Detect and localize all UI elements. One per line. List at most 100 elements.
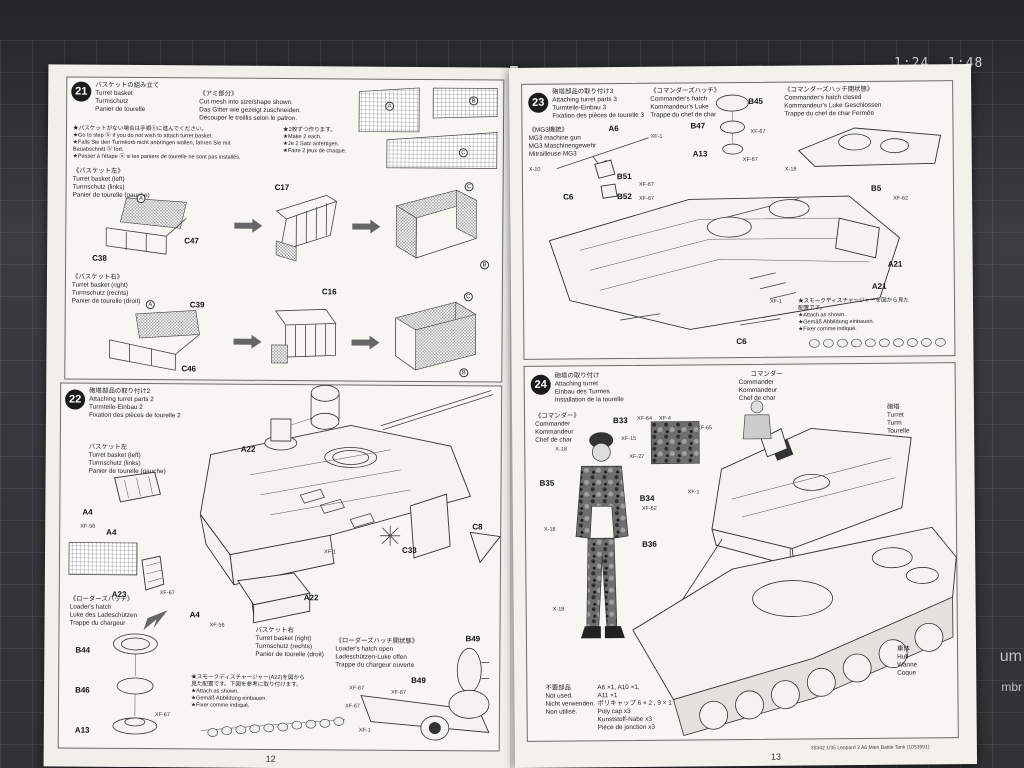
step-21-title-fr: Panier de tourelle [95, 105, 146, 114]
step-23-panel: 23 砲塔部品の取り付け3 Attaching turret parts 3 T… [521, 80, 956, 360]
loader-open-de: Ladeschützen-Luke offen [335, 653, 408, 661]
hull-label-jp: 車体 [897, 645, 910, 653]
mat-edge-text-1: um [999, 648, 1022, 665]
unused-jp: 不要部品 [545, 684, 571, 692]
part-a22-label: A22 [240, 444, 256, 454]
hull-label-fr: Coque [897, 669, 917, 677]
step-24-panel: 24 砲塔の取り付け Attaching turret Einbau des T… [523, 362, 959, 742]
loader-open-fr: Trappe du chargeur ouverte [335, 661, 415, 669]
smoke-discharger-a23-diagram [141, 555, 165, 591]
poly-cap-en: Poly cap x3 [597, 707, 631, 716]
mesh-label-a: A [385, 101, 395, 111]
loader-hatch-de: Luke des Ladeschützen [69, 611, 138, 620]
paint-xf67-label-8: XF-67 [750, 128, 766, 135]
commander-hatch-assembly-diagram [715, 94, 749, 155]
basket-right-label-en: Turret basket (right) [255, 634, 312, 643]
step-24-title-en: Attaching turret [554, 380, 599, 388]
poly-cap-fr: Pièce de jonction x3 [597, 723, 655, 732]
part-c38: C38 [92, 253, 107, 263]
part-a13-label-2: A13 [692, 149, 708, 159]
commander-in-hatch-drawing [742, 400, 772, 440]
paint-xf56-label-2: XF-56 [209, 622, 225, 629]
step-21-title-en: Turret basket [95, 89, 133, 97]
part-a21-label-2: A21 [871, 281, 887, 291]
basket-left-en: Turret basket (left) [72, 175, 125, 183]
loader-hatch-jp: 《ローダーズハッチ》 [69, 595, 134, 603]
paint-xf1-label-4: XF-1 [769, 298, 782, 305]
loader-hatch-en: Loader's hatch [69, 603, 112, 611]
step-23-number: 23 [528, 92, 549, 113]
step-23-title-en: Attaching turret parts 3 [552, 96, 617, 104]
hull-label-en: Hull [897, 653, 909, 661]
basket-right-label-fr: Panier de tourelle (droit) [255, 650, 324, 659]
step-22-title-de: Turmteile-Einbau 2 [89, 403, 143, 412]
mesh-note-de: Das Gitter wie gezeigt zuschneiden. [199, 106, 302, 115]
cmd-label-jp: コマンダー [750, 370, 783, 378]
basket-right-label-de: Turmschutz (rechts) [255, 642, 312, 651]
step-22-title-jp: 砲塔部品の取り付け2 [89, 387, 151, 396]
loader-open-jp: 《ローダーズハッチ開状態》 [335, 637, 419, 645]
step-22-title-en: Attaching turret parts 2 [89, 395, 154, 404]
smoke-discharger-row-diagram-2 [809, 337, 946, 348]
basket-right-complete-diagram [394, 301, 477, 371]
cmd-label-en: Commander [738, 378, 774, 387]
basket-left-frame-diagram [105, 197, 187, 255]
cmd-hatch-jp: 《コマンダーズハッチ》 [650, 87, 721, 95]
basket-right-rail-diagram [271, 308, 337, 364]
instruction-page-right: 23 砲塔部品の取り付け3 Attaching turret parts 3 T… [508, 63, 978, 768]
smoke3-note-fr: ★Fixer comme indiqué. [798, 326, 857, 333]
smoke-note-fr: ★Fixer comme indiqué. [190, 702, 250, 709]
cmd-label-de: Kommandeur [738, 386, 778, 395]
basket-bin-diagram [310, 384, 340, 430]
instruction-page-left: 21 バスケットの組み立て Turret basket Turmschutz P… [43, 64, 519, 768]
commander-hatch-closed-diagram [797, 127, 942, 167]
mesh-c-ref-left: C [464, 182, 474, 192]
part-b35-label: B35 [539, 478, 555, 488]
basket-left-label-de: Turmschutz (links) [88, 459, 141, 468]
part-c16: C16 [321, 287, 337, 297]
basket-right-de: Turmschutz (rechts) [71, 289, 129, 297]
kit-footer-note: 35342 1/35 Leopard 2 A6 Main Battle Tank… [810, 744, 930, 752]
mesh-c-ref-right: C [463, 292, 473, 302]
cmd-hatch-fr: Trappe du chef de char [650, 111, 717, 119]
mg-mount-diagram [594, 159, 618, 199]
commander-figure-drawing [575, 432, 629, 639]
turret-top-drawing [548, 195, 900, 330]
arrow-icon [233, 334, 262, 349]
commander-figure-jp: 《コマンダー》 [534, 412, 580, 420]
mesh-label-b: B [469, 96, 479, 106]
basket-right-jp: 《バスケット右》 [71, 273, 124, 281]
cmd-hatch-en: Commander's hatch [650, 95, 708, 103]
step-21-panel: 21 バスケットの組み立て Turret basket Turmschutz P… [64, 76, 505, 383]
part-b44-label: B44 [75, 645, 91, 655]
poly-cap-de: Kunststoff-Nabe x3 [597, 715, 652, 724]
part-a13-label: A13 [74, 725, 90, 735]
mesh-note-en: Cut mesh into size/shape shown. [199, 98, 294, 107]
part-a21-label-1: A21 [887, 259, 903, 269]
part-b45-label: B45 [748, 96, 763, 106]
leopard-tank-drawing [632, 427, 957, 737]
mesh-panel-diagram [68, 542, 138, 576]
arrow-icon [143, 610, 168, 631]
basket-left-label-en: Turret basket (left) [88, 451, 141, 460]
make-note-fr: ★Faire 2 jeux de chaque. [282, 148, 347, 155]
basket-left-rail-diagram [275, 194, 338, 262]
mesh-templates-diagram [358, 87, 498, 169]
paint-xf62-label: XF-62 [893, 195, 909, 202]
paint-x18-label-3: X-18 [543, 526, 556, 533]
smoke-discharger-row-diagram [200, 717, 345, 737]
left-page-number: 12 [265, 753, 276, 764]
skip-note-fr: ★Passer à l'étape ⓑ si les paniers de to… [72, 153, 241, 161]
cmd-hatch-de: Kommandeur's Luke [650, 103, 709, 111]
mesh-note-fr: Découper le treillis selon le patron. [199, 114, 298, 123]
basket-left-label-jp: バスケット左 [88, 443, 128, 451]
paint-xf67-label-9: XF-67 [742, 156, 758, 163]
right-page-number: 13 [770, 751, 782, 762]
paint-xf67-label-2: XF-67 [154, 712, 170, 719]
part-c8-label: C8 [472, 522, 483, 532]
part-b47-label: B47 [690, 121, 706, 131]
part-b46-label: B46 [75, 685, 90, 695]
step-23-title-fr: Fixation des pièces de tourelle 3 [552, 111, 645, 120]
unused-fr: Non utilisé. [545, 708, 578, 716]
cmd-closed-en: Commander's hatch closed [784, 93, 862, 102]
